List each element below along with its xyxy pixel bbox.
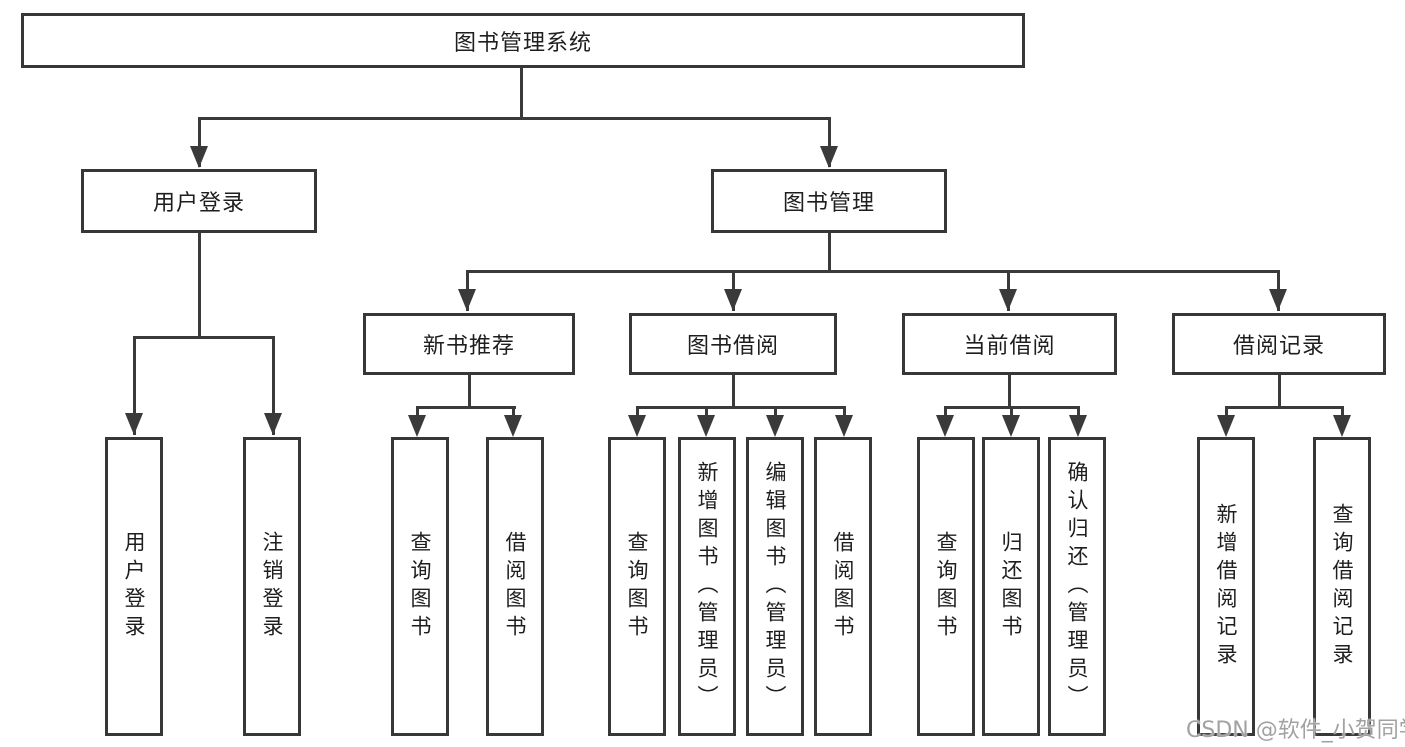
arrowhead-down [458,289,476,311]
connector-user-login-stem [198,233,201,337]
connector-drop-leaf [774,406,777,418]
node-label: 用户登录 [152,191,245,216]
node-leaf-confirm-return-admin: 确认归还（管理员） [1048,437,1106,736]
node-label: 归还图书 [999,530,1024,643]
connector-drop-leaf [1341,406,1344,418]
connector-drop-leaf [1225,406,1228,418]
node-leaf-add-books-admin: 新增图书（管理员） [678,437,736,736]
connector-user-login-bar [133,336,274,339]
connector-stem [468,375,471,409]
arrowhead-down [766,415,784,437]
arrowhead-down [999,289,1017,311]
arrowhead-down [936,415,954,437]
arrowhead-down [835,415,853,437]
node-label: 新增借阅记录 [1214,502,1239,671]
arrowhead-down [1002,415,1020,437]
arrowhead-down [1217,415,1235,437]
node-label: 借阅图书 [503,530,528,643]
node-current-borrowing: 当前借阅 [902,313,1117,375]
node-leaf-borrow-books: 借阅图书 [814,437,872,736]
node-label: 新增图书（管理员） [695,460,720,713]
arrowhead-down [820,146,838,168]
connector-bar [1225,406,1344,409]
node-new-book-recommend: 新书推荐 [363,313,575,375]
connector-drop-book-mgmt [828,117,831,167]
arrowhead-down [190,146,208,168]
node-user-login: 用户登录 [81,169,317,233]
node-leaf-query-books: 查询图书 [391,437,449,736]
node-leaf-borrow-books: 借阅图书 [486,437,544,736]
connector-drop-leaf [1010,406,1013,418]
node-leaf-return-books: 归还图书 [982,437,1040,736]
connector-bar [416,406,516,409]
node-label: 借阅图书 [831,530,856,643]
node-label: 图书借阅 [686,334,779,359]
connector-drop-leaf [843,406,846,418]
node-label: 借阅记录 [1232,334,1325,359]
arrowhead-down [1269,289,1287,311]
arrowhead-down [628,415,646,437]
arrowhead-down [408,415,426,437]
node-label: 查询图书 [408,530,433,643]
connector-drop-leaf [636,406,639,418]
connector-bar [636,406,845,409]
node-label: 注销登录 [260,530,285,643]
arrowhead-down [697,415,715,437]
connector-drop-leaf [944,406,947,418]
arrowhead-down [264,413,282,435]
connector-level3-bar [466,270,1280,273]
node-borrow-records: 借阅记录 [1172,313,1386,375]
node-leaf-query-books: 查询图书 [917,437,975,736]
connector-drop-user-login [198,117,201,167]
csdn-watermark: CSDN @软件_小贺同学 [1186,718,1405,743]
node-library-management-system: 图书管理系统 [21,13,1025,68]
node-label: 查询图书 [625,530,650,643]
node-label: 确认归还（管理员） [1065,460,1090,713]
arrowhead-down [1333,415,1351,437]
node-leaf-add-borrow-record: 新增借阅记录 [1197,437,1255,736]
connector-drop-leaf [1077,406,1080,418]
node-leaf-logout: 注销登录 [243,437,301,736]
connector-root-trunk [520,68,523,120]
node-leaf-edit-books-admin: 编辑图书（管理员） [746,437,804,736]
node-leaf-query-books: 查询图书 [608,437,666,736]
node-label: 编辑图书（管理员） [763,460,788,713]
node-label: 图书管理 [782,191,875,216]
node-label: 查询借阅记录 [1330,502,1355,671]
arrowhead-down [504,415,522,437]
connector-stem [1278,375,1281,409]
node-label: 用户登录 [122,530,147,643]
node-book-borrowing: 图书借阅 [629,313,837,375]
node-book-management: 图书管理 [711,169,947,233]
connector-drop-leaf [512,406,515,418]
connector-drop-leaf [705,406,708,418]
arrowhead-down [1069,415,1087,437]
node-leaf-query-borrow-record: 查询借阅记录 [1313,437,1371,736]
node-label: 当前借阅 [963,334,1056,359]
node-leaf-user-login: 用户登录 [105,437,163,736]
connector-drop-leaf [133,336,136,435]
connector-book-mgmt-stem [828,233,831,273]
connector-level2-bar [198,117,831,120]
connector-stem [1008,375,1011,409]
node-label: 查询图书 [934,530,959,643]
arrowhead-down [724,289,742,311]
connector-drop-leaf [272,336,275,435]
node-label: 图书管理系统 [453,30,592,56]
connector-stem [732,375,735,409]
arrowhead-down [125,413,143,435]
connector-drop-leaf [416,406,419,418]
node-label: 新书推荐 [422,334,515,359]
